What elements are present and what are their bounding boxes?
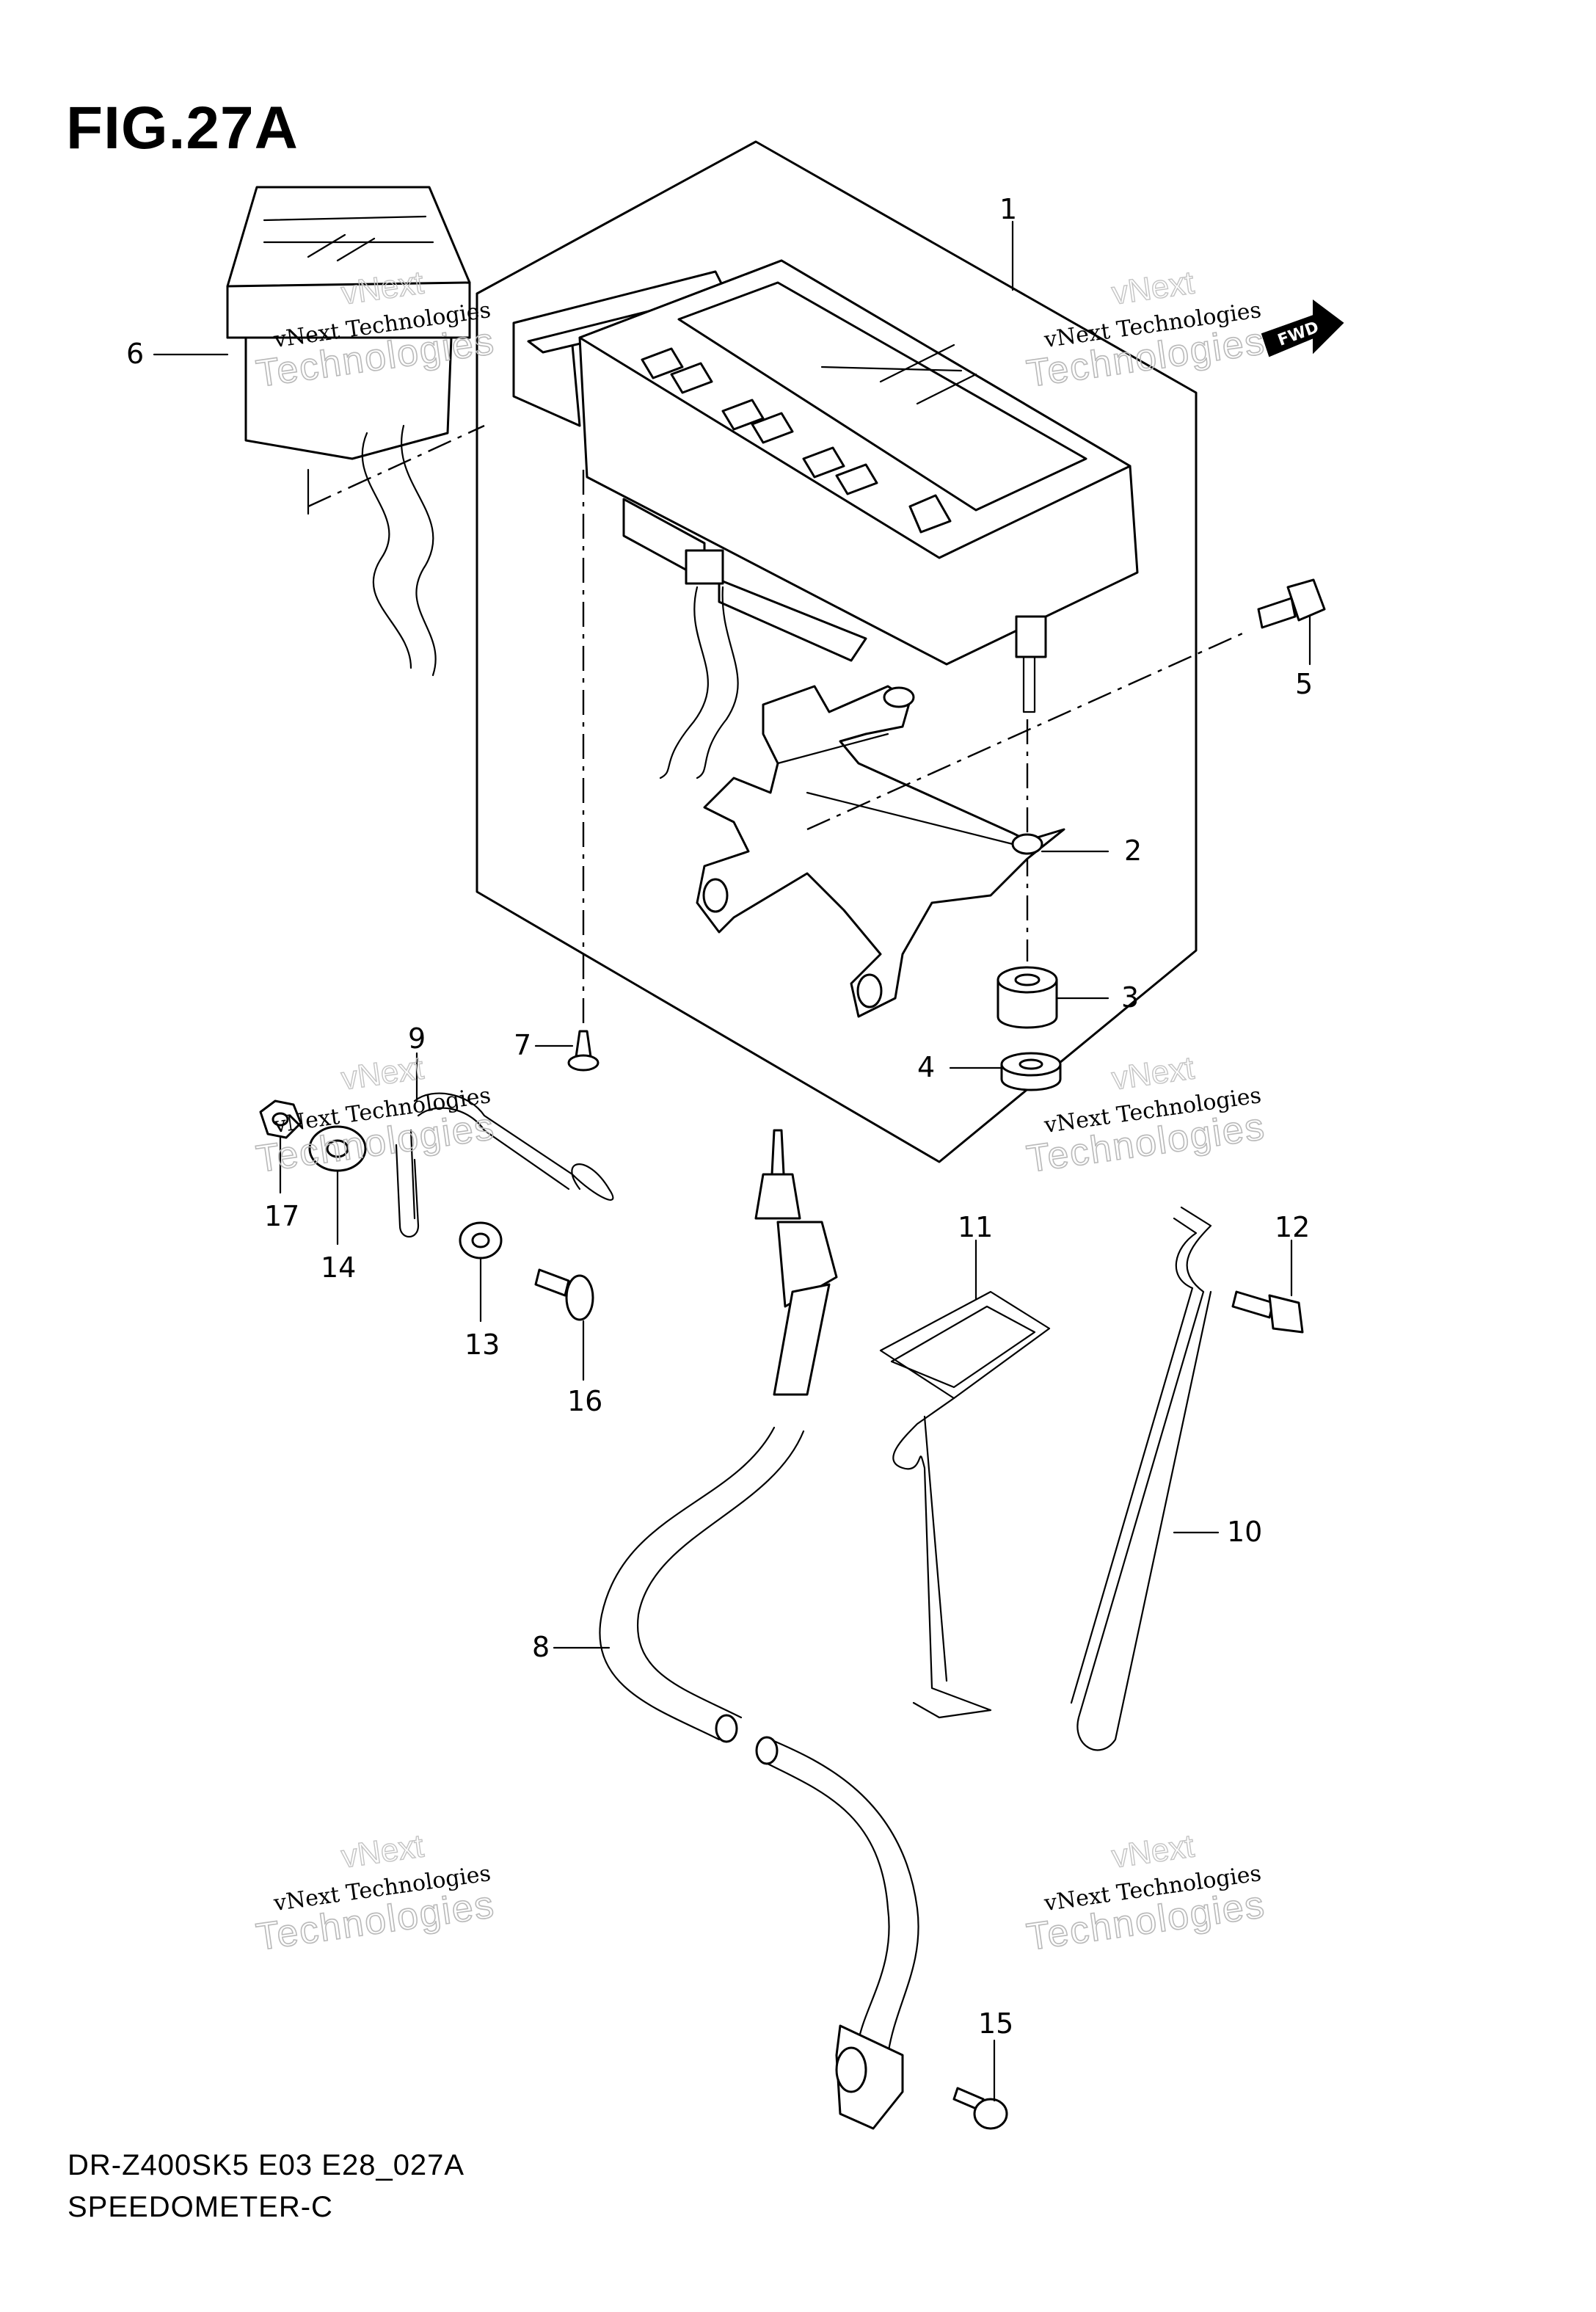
callout-16: 16 [567, 1385, 602, 1417]
callout-numbers: 1 2 3 4 5 6 7 8 9 10 11 12 13 14 15 16 1… [126, 193, 1313, 2040]
watermark: vNext vNext Technologies Technologies [1024, 264, 1269, 396]
part-7-screw[interactable] [567, 1030, 600, 1072]
part-2-bracket[interactable] [696, 630, 1248, 1018]
fwd-arrow-icon: FWD [1261, 299, 1344, 357]
svg-text:vNext: vNext [1109, 265, 1196, 312]
assembly-box [475, 140, 1198, 1163]
callout-2: 2 [1124, 835, 1142, 867]
part-9-clamp[interactable] [395, 1092, 614, 1237]
callout-5: 5 [1295, 668, 1313, 700]
part-15-screw[interactable] [952, 2087, 1008, 2130]
svg-text:vNext: vNext [1109, 1050, 1196, 1097]
watermark: vNext vNext Technologies Technologies [253, 1050, 498, 1182]
part-16-screw[interactable] [534, 1268, 594, 1321]
callout-7: 7 [514, 1029, 531, 1061]
part-13-washer[interactable] [459, 1221, 503, 1259]
part-17-nut[interactable] [259, 1099, 302, 1139]
leader-lines [153, 220, 1311, 2102]
callout-1: 1 [999, 193, 1017, 225]
part-5-bolt[interactable] [1257, 578, 1326, 629]
part-11-guide[interactable] [879, 1290, 1051, 1719]
figure-title: FIG.27A [66, 95, 299, 161]
watermark: vNext vNext Technologies Technologies [253, 1828, 498, 1960]
callout-9: 9 [408, 1022, 426, 1055]
svg-text:vNext: vNext [339, 1050, 426, 1097]
part-12-bolt[interactable] [1231, 1290, 1304, 1334]
watermark: vNext vNext Technologies Technologies [1024, 1828, 1269, 1960]
part-6-connector[interactable] [226, 186, 485, 677]
svg-text:vNext: vNext [339, 1828, 426, 1875]
callout-13: 13 [464, 1328, 500, 1361]
part-8-cable[interactable] [599, 1129, 919, 2130]
callout-17: 17 [264, 1200, 299, 1232]
callout-4: 4 [917, 1051, 935, 1083]
part-3-grommet[interactable] [996, 966, 1058, 1029]
callout-3: 3 [1121, 981, 1139, 1014]
figure-name: SPEEDOMETER-C [68, 2191, 333, 2223]
svg-text:vNext: vNext [1109, 1828, 1196, 1875]
callout-8: 8 [532, 1631, 550, 1663]
callout-11: 11 [958, 1211, 993, 1243]
callout-15: 15 [978, 2007, 1013, 2040]
part-1-speedometer[interactable] [512, 259, 1139, 1028]
callout-12: 12 [1275, 1211, 1310, 1243]
part-10-clip[interactable] [1070, 1206, 1212, 1751]
part-4-collar[interactable] [1000, 1052, 1062, 1091]
callout-10: 10 [1227, 1516, 1262, 1548]
callout-14: 14 [321, 1251, 356, 1284]
callout-6: 6 [126, 338, 144, 370]
figure-code: DR-Z400SK5 E03 E28_027A [68, 2149, 465, 2181]
